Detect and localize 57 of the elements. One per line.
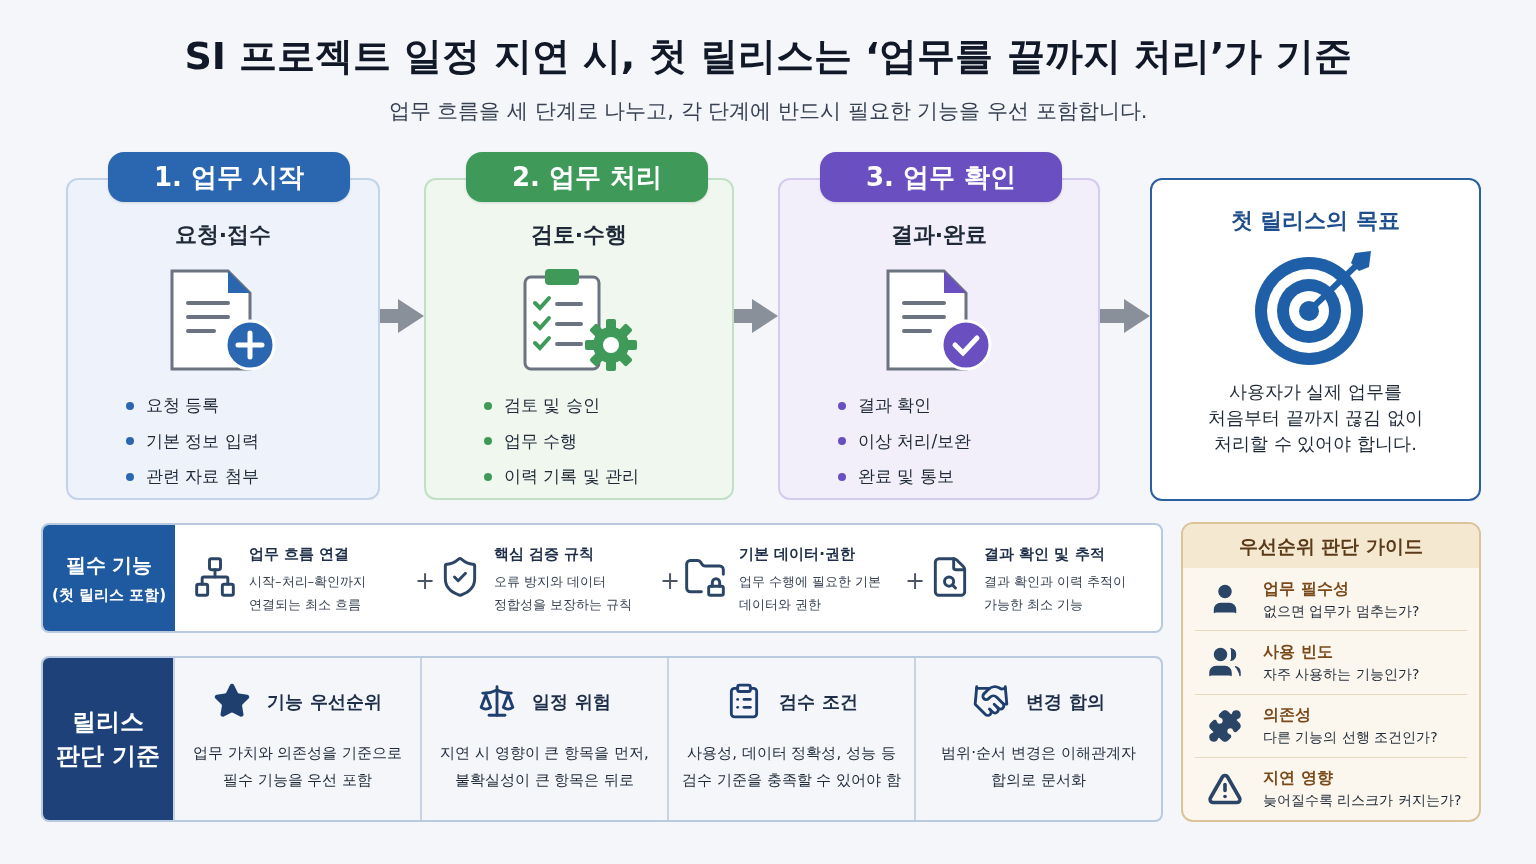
stage-subtitle: 검토·수행 — [530, 222, 628, 247]
bullet-text: 기본 정보 입력 — [146, 429, 259, 453]
bullet-text: 이상 처리/보완 — [858, 429, 972, 453]
stage-tab: 2. 업무 처리 — [466, 152, 708, 202]
flow-arrow — [734, 299, 778, 333]
section-subtitle: (첫 릴리스 포함) — [51, 584, 167, 606]
plus-sign: + — [905, 566, 926, 597]
section-title: 필수 기능 — [65, 551, 153, 579]
stage-tab: 3. 업무 확인 — [820, 152, 1062, 202]
guide-item-title: 의존성 — [1263, 704, 1312, 727]
feature-description: 업무 수행에 필요한 기본 데이터와 권한 — [739, 572, 883, 614]
flow-arrow — [1100, 299, 1150, 333]
guide-item-question: 없으면 업무가 멈추는가? — [1263, 601, 1420, 621]
feature-description: 시작–처리–확인까지 연결되는 최소 흐름 — [249, 572, 367, 614]
page-title: SI 프로젝트 일정 지연 시, 첫 릴리스는 ‘업무를 끝까지 처리’가 기준 — [184, 33, 1352, 80]
feature-title: 기본 데이터·권한 — [739, 544, 856, 565]
bullet-text: 결과 확인 — [858, 394, 932, 417]
criteria-title: 기능 우선순위 — [267, 689, 382, 714]
criteria-title: 일정 위험 — [532, 689, 611, 714]
stage-tab: 1. 업무 시작 — [108, 152, 350, 202]
guide-item-question: 다른 기능의 선행 조건인가? — [1263, 728, 1438, 748]
goal-description: 사용자가 실제 업무를 처음부터 끝까지 끊김 없이 처리할 수 있어야 합니다. — [1206, 380, 1425, 456]
goal-card — [1150, 178, 1481, 501]
guide-item-question: 늦어질수록 리스크가 커지는가? — [1263, 791, 1462, 811]
criteria-title: 검수 조건 — [779, 689, 858, 714]
criteria-description: 범위·순서 변경은 이해관계자 합의로 문서화 — [940, 743, 1137, 791]
guide-item-title: 업무 필수성 — [1263, 577, 1350, 600]
guide-item-title: 사용 빈도 — [1263, 640, 1334, 663]
guide-item-title: 지연 영향 — [1263, 767, 1334, 790]
bullet-text: 검토 및 승인 — [504, 394, 600, 417]
feature-title: 업무 흐름 연결 — [249, 544, 351, 565]
feature-title: 결과 확인 및 추적 — [984, 544, 1106, 565]
guide-title: 우선순위 판단 가이드 — [1238, 533, 1424, 559]
plus-sign: + — [660, 566, 681, 597]
bullet-text: 업무 수행 — [504, 429, 578, 453]
criteria-description: 업무 가치와 의존성을 기준으로 필수 기능을 우선 포함 — [191, 743, 404, 791]
section-title: 릴리스 판단 기준 — [54, 707, 162, 772]
guide-card — [1181, 522, 1481, 822]
stage-subtitle: 결과·완료 — [890, 222, 988, 247]
criteria-description: 사용성, 데이터 정확성, 성능 등 검수 기준을 충족할 수 있어야 함 — [681, 743, 902, 791]
flow-arrow — [380, 299, 424, 333]
stage-subtitle: 요청·접수 — [174, 222, 272, 247]
criteria-title: 변경 합의 — [1026, 689, 1105, 714]
feature-panel — [41, 523, 1163, 633]
guide-item-question: 자주 사용하는 기능인가? — [1263, 664, 1420, 684]
page-subtitle: 업무 흐름을 세 단계로 나누고, 각 단계에 반드시 필요한 기능을 우선 포함합니다. — [388, 98, 1148, 125]
feature-description: 오류 방지와 데이터 정합성을 보장하는 규칙 — [494, 572, 634, 614]
feature-description: 결과 확인과 이력 추적이 가능한 최소 기능 — [984, 572, 1128, 614]
feature-title: 핵심 검증 규칙 — [494, 544, 596, 565]
criteria-description: 지연 시 영향이 큰 항목을 먼저, 불확실성이 큰 항목은 뒤로 — [439, 743, 650, 791]
bullet-text: 요청 등록 — [146, 394, 220, 417]
bullet-text: 완료 및 통보 — [858, 465, 954, 488]
criteria-panel — [41, 656, 1163, 822]
bullet-text: 관련 자료 첨부 — [146, 465, 259, 488]
plus-sign: + — [415, 566, 436, 597]
bullet-text: 이력 기록 및 관리 — [504, 465, 640, 488]
goal-title: 첫 릴리스의 목표 — [1230, 207, 1401, 235]
